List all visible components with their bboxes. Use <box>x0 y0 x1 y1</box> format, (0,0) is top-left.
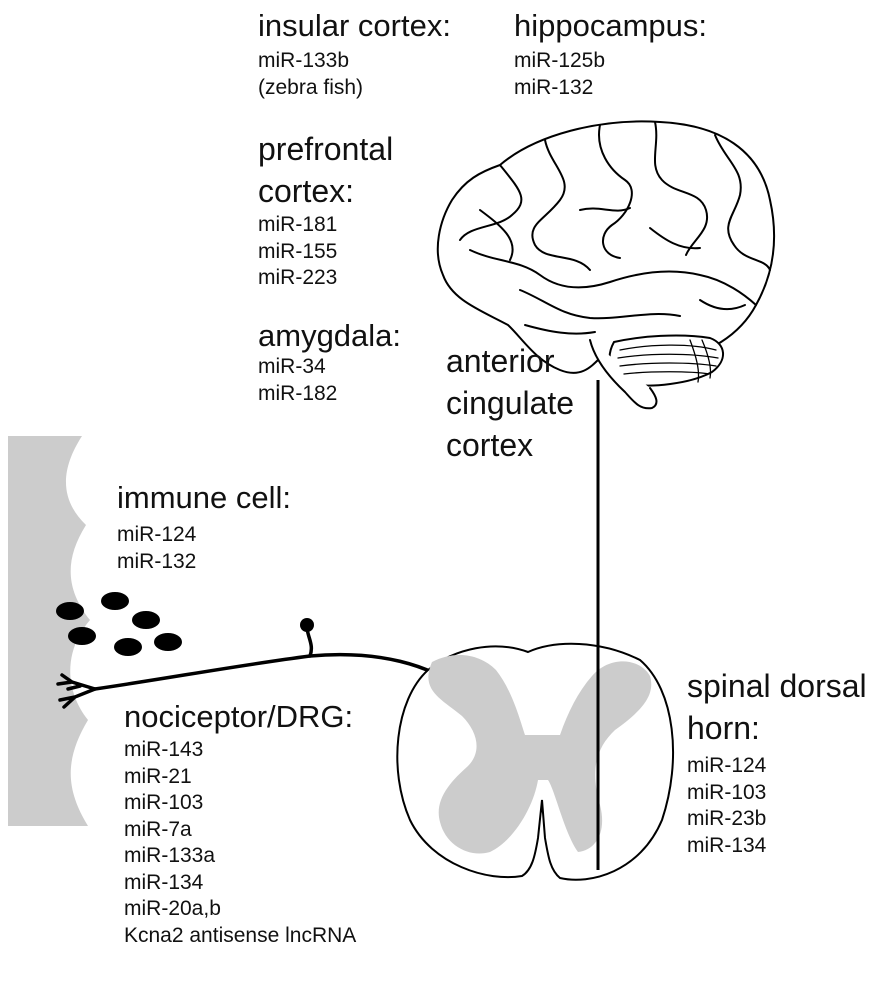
list-item: miR-182 <box>258 381 338 405</box>
list-item: miR-21 <box>124 764 192 788</box>
amygdala-label-group: amygdala: miR-34 miR-182 <box>258 318 401 407</box>
immune-cell-1 <box>56 602 84 620</box>
brain-gyri <box>459 121 771 335</box>
insular-cortex-heading: insular cortex: <box>258 8 451 43</box>
immune-cells <box>56 592 182 656</box>
list-item: miR-223 <box>258 266 338 289</box>
immune-cell-5 <box>114 638 142 656</box>
spinal-dorsal-horn-mirna-list: miR-124 miR-103 miR-23b miR-134 <box>687 753 892 859</box>
anterior-cingulate-cortex-label-group: anterior cingulate cortex <box>446 340 606 466</box>
immune-cell-label-group: immune cell: miR-124 miR-132 <box>117 480 291 575</box>
immune-cell-3 <box>132 611 160 629</box>
insular-cortex-mirna-list: miR-133b (zebra fish) <box>258 48 451 101</box>
list-item: miR-34 <box>258 355 326 378</box>
list-item: miR-155 <box>258 239 338 263</box>
list-item: Kcna2 antisense lncRNA <box>124 923 357 947</box>
list-item: miR-133a <box>124 844 216 867</box>
spinal-dorsal-horn-heading-line2: horn: <box>687 710 760 746</box>
list-item: miR-134 <box>687 833 767 857</box>
immune-cell-2 <box>101 592 129 610</box>
spinal-dorsal-horn-label-group: spinal dorsal horn: miR-124 miR-103 miR-… <box>687 665 892 859</box>
hippocampus-mirna-list: miR-125b miR-132 <box>514 48 707 101</box>
cerebellum-folds <box>617 339 719 383</box>
skin-tissue <box>8 436 90 826</box>
immune-cell-4 <box>68 627 96 645</box>
immune-cell-heading: immune cell: <box>117 480 291 515</box>
list-item: miR-23b <box>687 807 767 830</box>
list-item: miR-7a <box>124 817 192 841</box>
list-item: miR-103 <box>687 780 767 804</box>
neuron-terminal <box>300 618 314 632</box>
list-item: miR-125b <box>514 49 606 72</box>
list-item: miR-132 <box>117 549 197 573</box>
brainstem <box>589 339 658 410</box>
insular-cortex-label-group: insular cortex: miR-133b (zebra fish) <box>258 8 451 101</box>
spinal-dorsal-horn-heading-line1: spinal dorsal <box>687 668 867 704</box>
hippocampus-label-group: hippocampus: miR-125b miR-132 <box>514 8 707 101</box>
amygdala-heading: amygdala: <box>258 318 402 353</box>
list-item: miR-133b <box>258 49 350 72</box>
acc-heading-line2: cingulate <box>446 385 575 421</box>
brain-illustration <box>436 120 776 410</box>
immune-cell-6 <box>154 633 182 651</box>
hippocampus-heading: hippocampus: <box>514 8 708 43</box>
amygdala-mirna-list: miR-34 miR-182 <box>258 354 401 407</box>
list-item: miR-20a,b <box>124 897 221 920</box>
acc-heading-line1: anterior <box>446 343 555 379</box>
nociceptor-drg-heading: nociceptor/DRG: <box>124 699 354 734</box>
list-item: miR-103 <box>124 791 204 814</box>
list-item: miR-134 <box>124 870 204 894</box>
prefrontal-cortex-label-group: prefrontal cortex: miR-181 miR-155 miR-2… <box>258 128 428 292</box>
acc-heading-line3: cortex <box>446 427 534 463</box>
list-item: miR-124 <box>687 754 767 777</box>
list-item: miR-181 <box>258 213 338 236</box>
prefrontal-cortex-heading-line2: cortex: <box>258 173 355 209</box>
list-item: miR-143 <box>124 738 204 761</box>
list-item: miR-132 <box>514 75 594 99</box>
list-item: (zebra fish) <box>258 75 364 99</box>
list-item: miR-124 <box>117 523 197 546</box>
nociceptor-drg-label-group: nociceptor/DRG: miR-143 miR-21 miR-103 m… <box>124 699 356 949</box>
nociceptor-drg-mirna-list: miR-143 miR-21 miR-103 miR-7a miR-133a m… <box>124 737 356 949</box>
spinal-cord-cross-section <box>396 642 675 881</box>
prefrontal-cortex-heading-line1: prefrontal <box>258 131 394 167</box>
immune-cell-mirna-list: miR-124 miR-132 <box>117 522 291 575</box>
prefrontal-cortex-mirna-list: miR-181 miR-155 miR-223 <box>258 212 428 292</box>
